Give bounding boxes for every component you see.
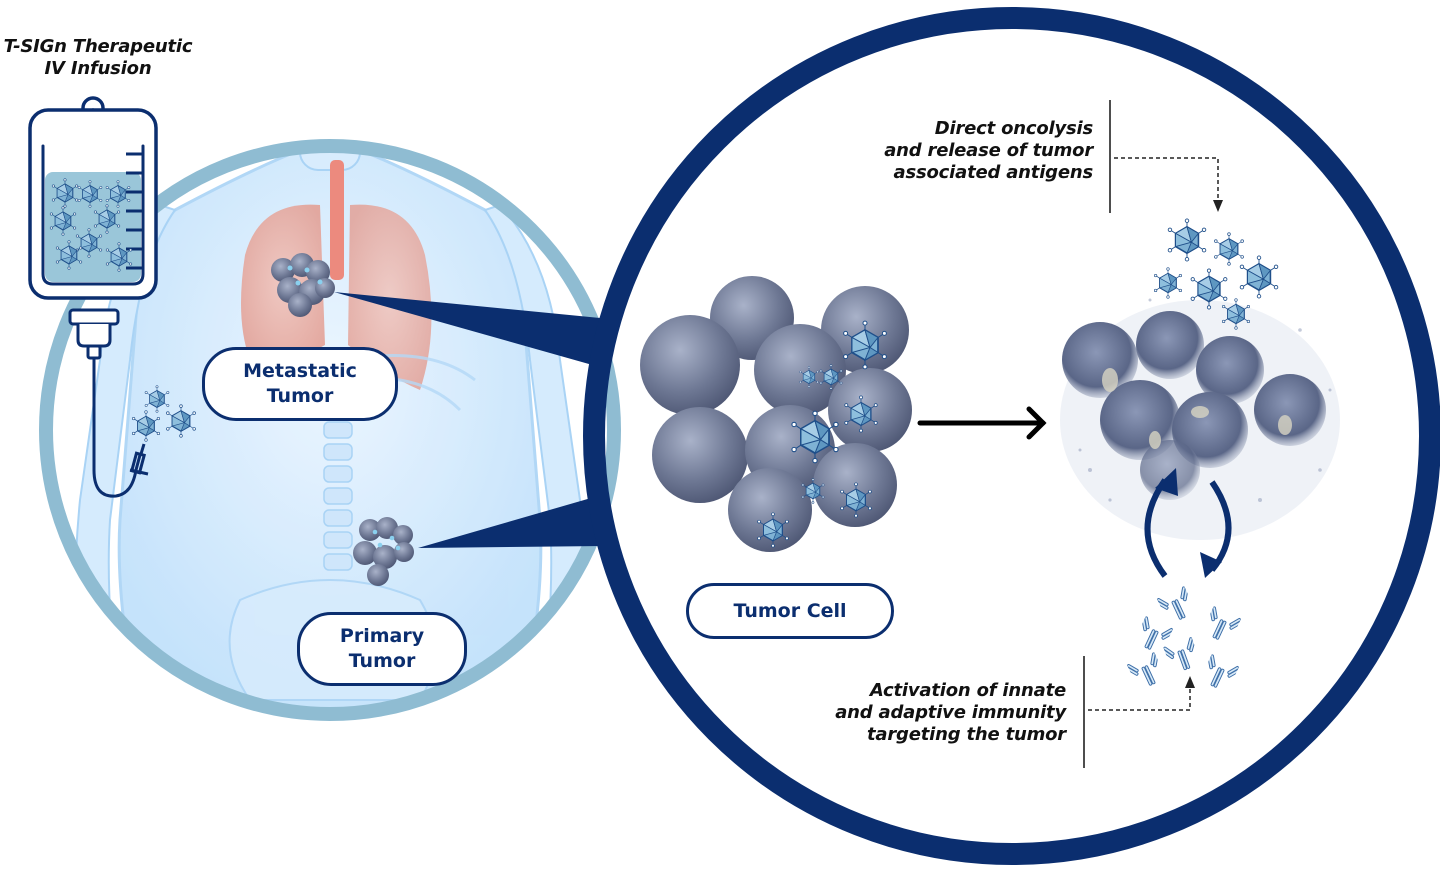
oncolysis-pointer <box>1114 157 1219 200</box>
metastatic-label-line1: Metastatic <box>243 360 357 382</box>
infusion-title: T-SIGn Therapeutic IV Infusion <box>0 36 196 80</box>
metastatic-label-line2: Tumor <box>266 385 334 407</box>
body-illustration <box>46 146 614 714</box>
metastatic-tumor <box>271 253 335 317</box>
cycle-arrowhead-up <box>1155 468 1178 496</box>
immunity-line2: and adaptive immunity <box>835 702 1066 723</box>
oncolysis-annotation: Direct oncolysis and release of tumor as… <box>820 118 1093 184</box>
oncolysis-line2: and release of tumor <box>884 140 1093 161</box>
iv-needle-icon <box>129 443 149 476</box>
oncolysis-line3: associated antigens <box>893 162 1094 183</box>
oncolysis-pointer-head <box>1213 200 1223 212</box>
zoom-wedge-primary <box>418 496 604 548</box>
immunity-line3: targeting the tumor <box>867 724 1066 745</box>
body-view-ring <box>39 139 621 721</box>
primary-tumor <box>353 517 414 586</box>
immunity-annotation: Activation of innate and adaptive immuni… <box>800 680 1066 746</box>
tumor-cell-cluster <box>640 276 912 552</box>
primary-tumor-label: Primary Tumor <box>297 612 467 686</box>
immunity-pointer <box>1088 686 1191 711</box>
iv-drip-chamber <box>68 308 120 360</box>
infusion-title-line1: T-SIGn Therapeutic <box>3 36 193 57</box>
cycle-arrowhead-down <box>1200 552 1222 578</box>
zoomed-view-ring <box>583 7 1440 865</box>
oncolysis-line1: Direct oncolysis <box>934 118 1093 139</box>
tumor-cell-label: Tumor Cell <box>686 583 894 639</box>
progression-arrow-icon <box>917 406 1047 440</box>
primary-label-line2: Tumor <box>348 650 416 672</box>
antibodies <box>1122 583 1246 695</box>
primary-label-line1: Primary <box>339 625 425 647</box>
metastatic-tumor-label: Metastatic Tumor <box>202 347 398 421</box>
iv-tube <box>92 358 142 498</box>
tumor-cell-label-text: Tumor Cell <box>733 599 847 622</box>
zoom-wedge-metastatic <box>334 292 600 366</box>
infusion-title-line2: IV Infusion <box>44 58 152 79</box>
lysed-tumor-cluster <box>1060 298 1340 540</box>
iv-bag-scale <box>126 152 143 270</box>
immunity-line1: Activation of innate <box>869 680 1066 701</box>
immunity-pointer-head <box>1185 676 1195 688</box>
